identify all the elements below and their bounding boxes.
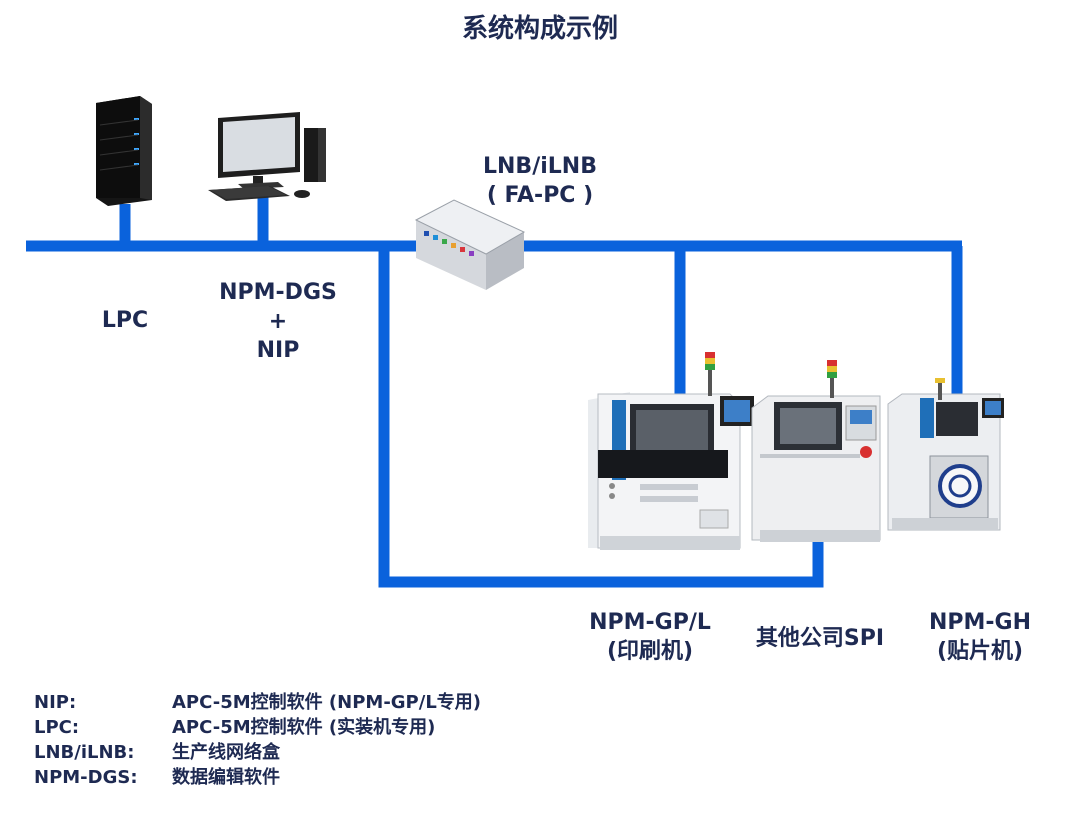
legend-value: APC-5M控制软件 (NPM-GP/L专用) (172, 692, 482, 713)
npm-gh-label-line2: (贴片机) (936, 639, 1024, 664)
legend: NIP: APC-5M控制软件 (NPM-GP/L专用) LPC: APC-5M… (34, 690, 481, 790)
legend-row-lpc: LPC: APC-5M控制软件 (实装机专用) (34, 715, 481, 740)
network-box-icon (414, 199, 526, 290)
npm-gp-label: NPM-GP/L (印刷机) (570, 608, 730, 666)
spi-label: 其他公司SPI (755, 626, 885, 651)
lnb-label-line2: ( FA-PC ) (486, 183, 594, 208)
mounter-machine-image (887, 378, 1004, 531)
npm-gp-label-line1: NPM-GP/L (589, 610, 711, 635)
lnb-label-line1: LNB/iLNB (483, 154, 597, 179)
legend-value: 数据编辑软件 (172, 767, 280, 788)
npm-dgs-label-line2: + (268, 309, 288, 334)
legend-key: LNB/iLNB: (34, 742, 135, 763)
spi-machine-image (751, 360, 881, 542)
spi-loop-line (378, 246, 824, 588)
legend-key: NPM-DGS: (34, 767, 138, 788)
server-tower-icon (96, 96, 152, 206)
legend-row-dgs: NPM-DGS: 数据编辑软件 (34, 765, 481, 790)
legend-row-lnb: LNB/iLNB: 生产线网络盒 (34, 740, 481, 765)
npm-gh-label-line1: NPM-GH (928, 610, 1032, 635)
page-title: 系统构成示例 (461, 14, 618, 44)
legend-value: APC-5M控制软件 (实装机专用) (172, 717, 436, 738)
npm-dgs-label-line1: NPM-DGS (219, 280, 337, 305)
lpc-label: LPC (101, 308, 149, 333)
legend-key: LPC: (34, 717, 80, 738)
npm-gh-label: NPM-GH (贴片机) (910, 608, 1050, 666)
legend-key: NIP: (34, 692, 77, 713)
npm-dgs-label: NPM-DGS + NIP (208, 278, 348, 365)
npm-dgs-label-line3: NIP (256, 338, 300, 363)
printer-machine-image (588, 352, 754, 550)
npm-gp-label-line2: (印刷机) (606, 639, 694, 664)
legend-value: 生产线网络盒 (172, 742, 280, 763)
lnb-label: LNB/iLNB ( FA-PC ) (460, 152, 620, 210)
desktop-computer-icon (208, 112, 326, 201)
legend-row-nip: NIP: APC-5M控制软件 (NPM-GP/L专用) (34, 690, 481, 715)
